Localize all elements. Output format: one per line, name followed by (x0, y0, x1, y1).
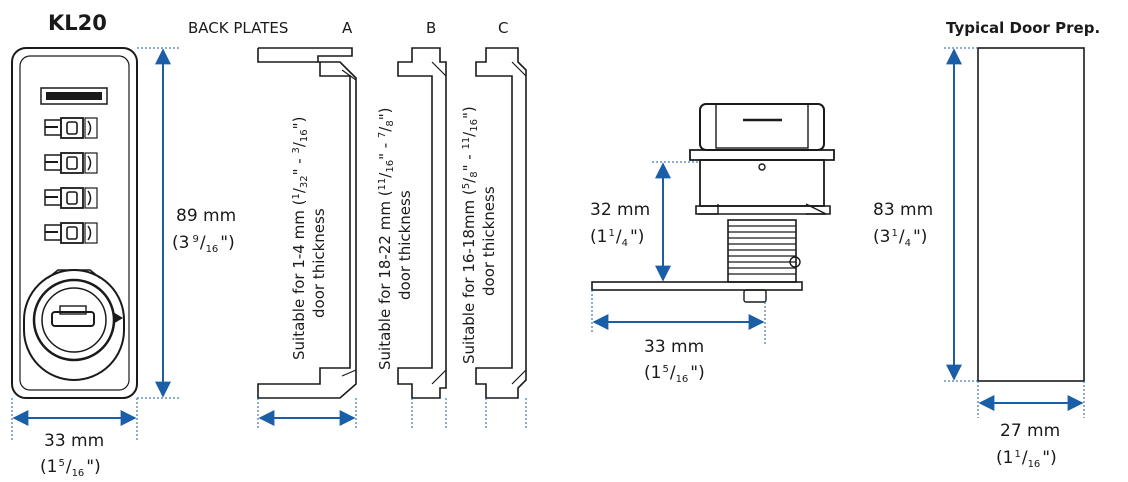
code-wheel-4 (44, 222, 98, 244)
svg-text:(11/16"): (11/16") (996, 448, 1057, 470)
code-wheel-2 (44, 152, 98, 174)
svg-text:83 mm: 83 mm (873, 200, 933, 220)
dim-side-height: 32 mm (11/4") (590, 200, 650, 249)
dimension-lines (11, 47, 1085, 440)
back-plate-b (397, 47, 447, 399)
svg-text:33 mm: 33 mm (44, 431, 104, 451)
svg-text:32 mm: 32 mm (590, 200, 650, 220)
back-plate-b-label: B (426, 19, 436, 37)
svg-text:27 mm: 27 mm (1000, 421, 1060, 441)
svg-text:(39/16"): (39/16") (172, 233, 235, 255)
lock-knob (23, 269, 125, 381)
dim-lock-width: 33 mm (15/16") (40, 431, 104, 479)
back-plate-b-note: Suitable for 18-22 mm (11/16" - 7/8") do… (376, 107, 414, 370)
back-plate-a-note: Suitable for 1-4 mm (1/32" - 3/16") door… (290, 117, 328, 360)
svg-text:(31/4"): (31/4") (873, 227, 927, 249)
svg-text:(11/4"): (11/4") (590, 227, 644, 249)
back-plate-c-label: C (498, 19, 508, 37)
svg-text:door thickness: door thickness (310, 208, 328, 318)
product-title: KL20 (48, 11, 107, 35)
code-wheel-1 (44, 117, 98, 139)
svg-text:door thickness: door thickness (480, 186, 498, 296)
svg-text:89 mm: 89 mm (176, 206, 236, 226)
code-wheel-3 (44, 187, 98, 209)
back-plate-a-label: A (342, 19, 353, 37)
back-plate-c-note: Suitable for 16-18mm (5/8" - 11/16") doo… (460, 106, 498, 364)
back-plate-c (475, 47, 527, 399)
door-prep-heading: Typical Door Prep. (946, 19, 1100, 37)
svg-text:(15/16"): (15/16") (40, 457, 101, 479)
svg-text:door thickness: door thickness (396, 190, 414, 300)
door-prep-outline (977, 47, 1085, 382)
svg-text:(15/16"): (15/16") (644, 363, 705, 385)
svg-text:Suitable for 16-18mm (5/8" - 1: Suitable for 16-18mm (5/8" - 11/16") (460, 106, 480, 364)
lock-side-view (591, 103, 835, 303)
lock-front-view (11, 47, 138, 399)
dim-door-width: 27 mm (11/16") (996, 421, 1060, 470)
svg-text:Suitable for 18-22 mm (11/16": Suitable for 18-22 mm (11/16" - 7/8") (376, 107, 396, 370)
dim-side-width: 33 mm (15/16") (644, 337, 705, 385)
back-plates-heading: BACK PLATES (188, 19, 288, 37)
svg-text:Suitable for 1-4 mm (1/32" - 3: Suitable for 1-4 mm (1/32" - 3/16") (290, 117, 310, 360)
back-plate-a (257, 47, 357, 399)
svg-text:33 mm: 33 mm (644, 337, 704, 357)
dim-door-height: 83 mm (31/4") (873, 200, 933, 249)
